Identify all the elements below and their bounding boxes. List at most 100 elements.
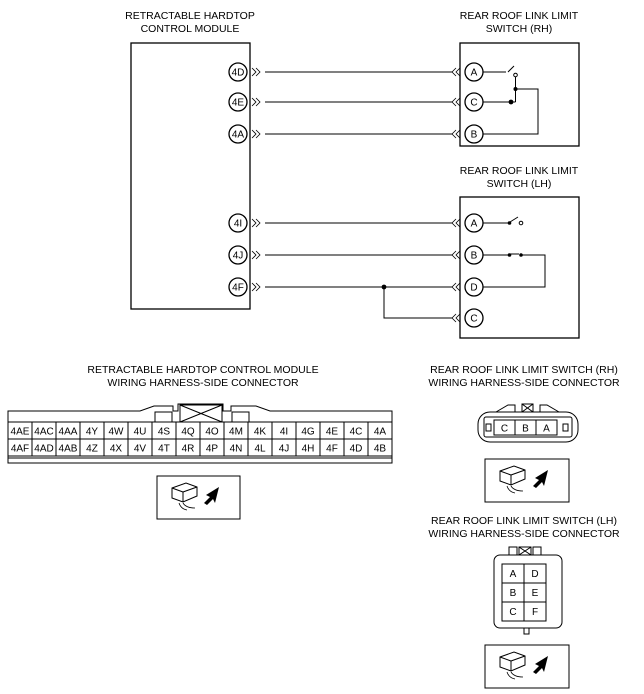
module-connector-pin-label: 4V — [134, 444, 147, 455]
module-pins: 4D 4E 4A 4I 4J 4F — [228, 62, 248, 297]
pin-4a-circle — [228, 124, 248, 144]
module-connector-pin-label: 4AC — [34, 427, 53, 438]
lh-cell-a: A — [510, 569, 517, 580]
rh-cell-b: B — [522, 424, 529, 435]
pin-4j-label: 4J — [233, 251, 244, 262]
module-connector-pin-label: 4N — [230, 444, 243, 455]
lh-cell-e: E — [532, 588, 539, 599]
rh-cell-a: A — [543, 424, 550, 435]
rh-pin-a-label: A — [471, 68, 478, 79]
pin-4f-circle — [228, 277, 248, 297]
lh-cell-c: C — [509, 607, 516, 618]
module-side-chevrons — [251, 67, 261, 292]
rh-pin-c-label: C — [470, 98, 477, 109]
arrow-icon — [533, 470, 548, 488]
module-connector-pin-label: 4AF — [11, 444, 29, 455]
module-connector-pin-label: 4I — [280, 427, 288, 438]
pin-4e-label: 4E — [232, 98, 245, 109]
rh-connector-cavity-row — [493, 419, 558, 436]
switch-rh-title-line1: REAR ROOF LINK LIMIT — [460, 10, 579, 22]
module-connector-grid: 4AE 4AC 4AA 4Y 4W 4U 4S 4Q 4O 4M 4K 4I 4G 4E 4C 4A 4AF 4A… — [7, 421, 393, 457]
module-connector-pin-label: 4U — [134, 427, 147, 438]
module-connector-pin-label: 4Z — [86, 444, 98, 455]
switch-side-chevrons — [451, 67, 461, 323]
module-connector-pin-label: 4AA — [59, 427, 78, 438]
lh-pin-a-label: A — [471, 219, 478, 230]
module-connector-pin-label: 4P — [206, 444, 219, 455]
module-connector-pin-label: 4D — [350, 444, 363, 455]
switch-rh-title-line2: SWITCH (RH) — [486, 23, 553, 35]
module-connector-pin-label: 4T — [158, 444, 170, 455]
module-connector-pin-label: 4G — [301, 427, 315, 438]
module-harness-connector: 4AE 4AC 4AA 4Y 4W 4U 4S 4Q 4O 4M 4K 4I 4G 4E 4C 4A 4AF 4A… — [7, 403, 393, 464]
lh-cell-f: F — [532, 607, 538, 618]
pin-4d-label: 4D — [232, 68, 245, 79]
rh-cell-c: C — [501, 424, 508, 435]
splice-dot — [381, 284, 387, 290]
module-connector-cavity — [367, 438, 393, 457]
connector-view-frame — [484, 458, 570, 503]
rh-switch-contact-icon — [507, 65, 515, 73]
pin-4e-circle — [228, 92, 248, 112]
module-connector-pin-label: 4L — [254, 444, 266, 455]
wire-4f-c-branch — [383, 287, 452, 319]
connector-view-icon-module — [156, 475, 241, 520]
arrow-icon — [533, 656, 548, 674]
module-connector-pin-label: 4AE — [11, 427, 30, 438]
rh-switch-internal: A C B — [464, 62, 539, 144]
module-connector-pin-label: 4W — [109, 427, 125, 438]
lh-switch-open-contact-icon — [509, 216, 519, 223]
lh-cell-b: B — [510, 588, 517, 599]
lh-pin-d-label: D — [470, 283, 477, 294]
arrow-icon — [204, 487, 219, 505]
module-connector-pin-label: 4H — [302, 444, 315, 455]
switch-lh-title-line2: SWITCH (LH) — [487, 178, 552, 190]
lh-connector-title-line1: REAR ROOF LINK LIMIT SWITCH (LH) — [431, 515, 617, 527]
rh-connector-title-line2: WIRING HARNESS-SIDE CONNECTOR — [428, 377, 620, 389]
module-connector-pin-label: 4M — [229, 427, 243, 438]
lh-pin-b-label: B — [471, 251, 478, 262]
module-connector-pin-label: 4F — [326, 444, 338, 455]
rh-pin-b-label: B — [471, 130, 478, 141]
pin-4d-circle — [228, 62, 248, 82]
module-connector-pin-label: 4R — [182, 444, 195, 455]
module-connector-pin-label: 4E — [326, 427, 339, 438]
lh-pin-c-label: C — [470, 314, 477, 325]
module-connector-title-line1: RETRACTABLE HARDTOP CONTROL MODULE — [87, 364, 318, 376]
module-connector-title-line2: WIRING HARNESS-SIDE CONNECTOR — [107, 377, 299, 389]
pin-4f-label: 4F — [232, 283, 244, 294]
module-connector-pin-label: 4A — [374, 427, 387, 438]
connector-view-frame — [156, 475, 241, 520]
lh-connector-title-line2: WIRING HARNESS-SIDE CONNECTOR — [428, 528, 620, 540]
pin-4j-circle — [228, 245, 248, 265]
lh-pin-c-circle — [464, 308, 484, 328]
connector-view-frame — [484, 644, 570, 689]
connector-view-icon-lh — [484, 644, 570, 689]
module-connector-pin-label: 4C — [350, 427, 363, 438]
connector-view-icon-rh — [484, 458, 570, 503]
module-connector-pin-label: 4O — [205, 427, 219, 438]
pin-4i-label: 4I — [234, 219, 242, 230]
plug-icon — [499, 465, 526, 486]
module-connector-pin-label: 4X — [110, 444, 123, 455]
wires-rh — [265, 71, 452, 135]
module-title-line1: RETRACTABLE HARDTOP — [125, 10, 255, 22]
control-module-box — [130, 42, 251, 310]
switch-lh-title-line1: REAR ROOF LINK LIMIT — [460, 165, 579, 177]
module-connector-pin-label: 4Q — [181, 427, 195, 438]
pin-4i-circle — [228, 213, 248, 233]
plug-icon — [499, 651, 526, 672]
rh-harness-connector: C B A — [477, 403, 579, 443]
lh-cell-d: D — [531, 569, 538, 580]
module-connector-pin-label: 4S — [158, 427, 171, 438]
module-connector-pin-label: 4Y — [86, 427, 99, 438]
module-connector-pin-label: 4AD — [34, 444, 53, 455]
module-connector-pin-label: 4J — [279, 444, 290, 455]
rh-connector-title-line1: REAR ROOF LINK LIMIT SWITCH (RH) — [430, 364, 618, 376]
lh-switch-internal: A B D C — [464, 213, 546, 328]
module-connector-pin-label: 4K — [254, 427, 267, 438]
module-connector-pin-label: 4B — [374, 444, 387, 455]
pin-4a-label: 4A — [232, 130, 245, 141]
lh-harness-connector: A D B E C F — [493, 546, 563, 635]
